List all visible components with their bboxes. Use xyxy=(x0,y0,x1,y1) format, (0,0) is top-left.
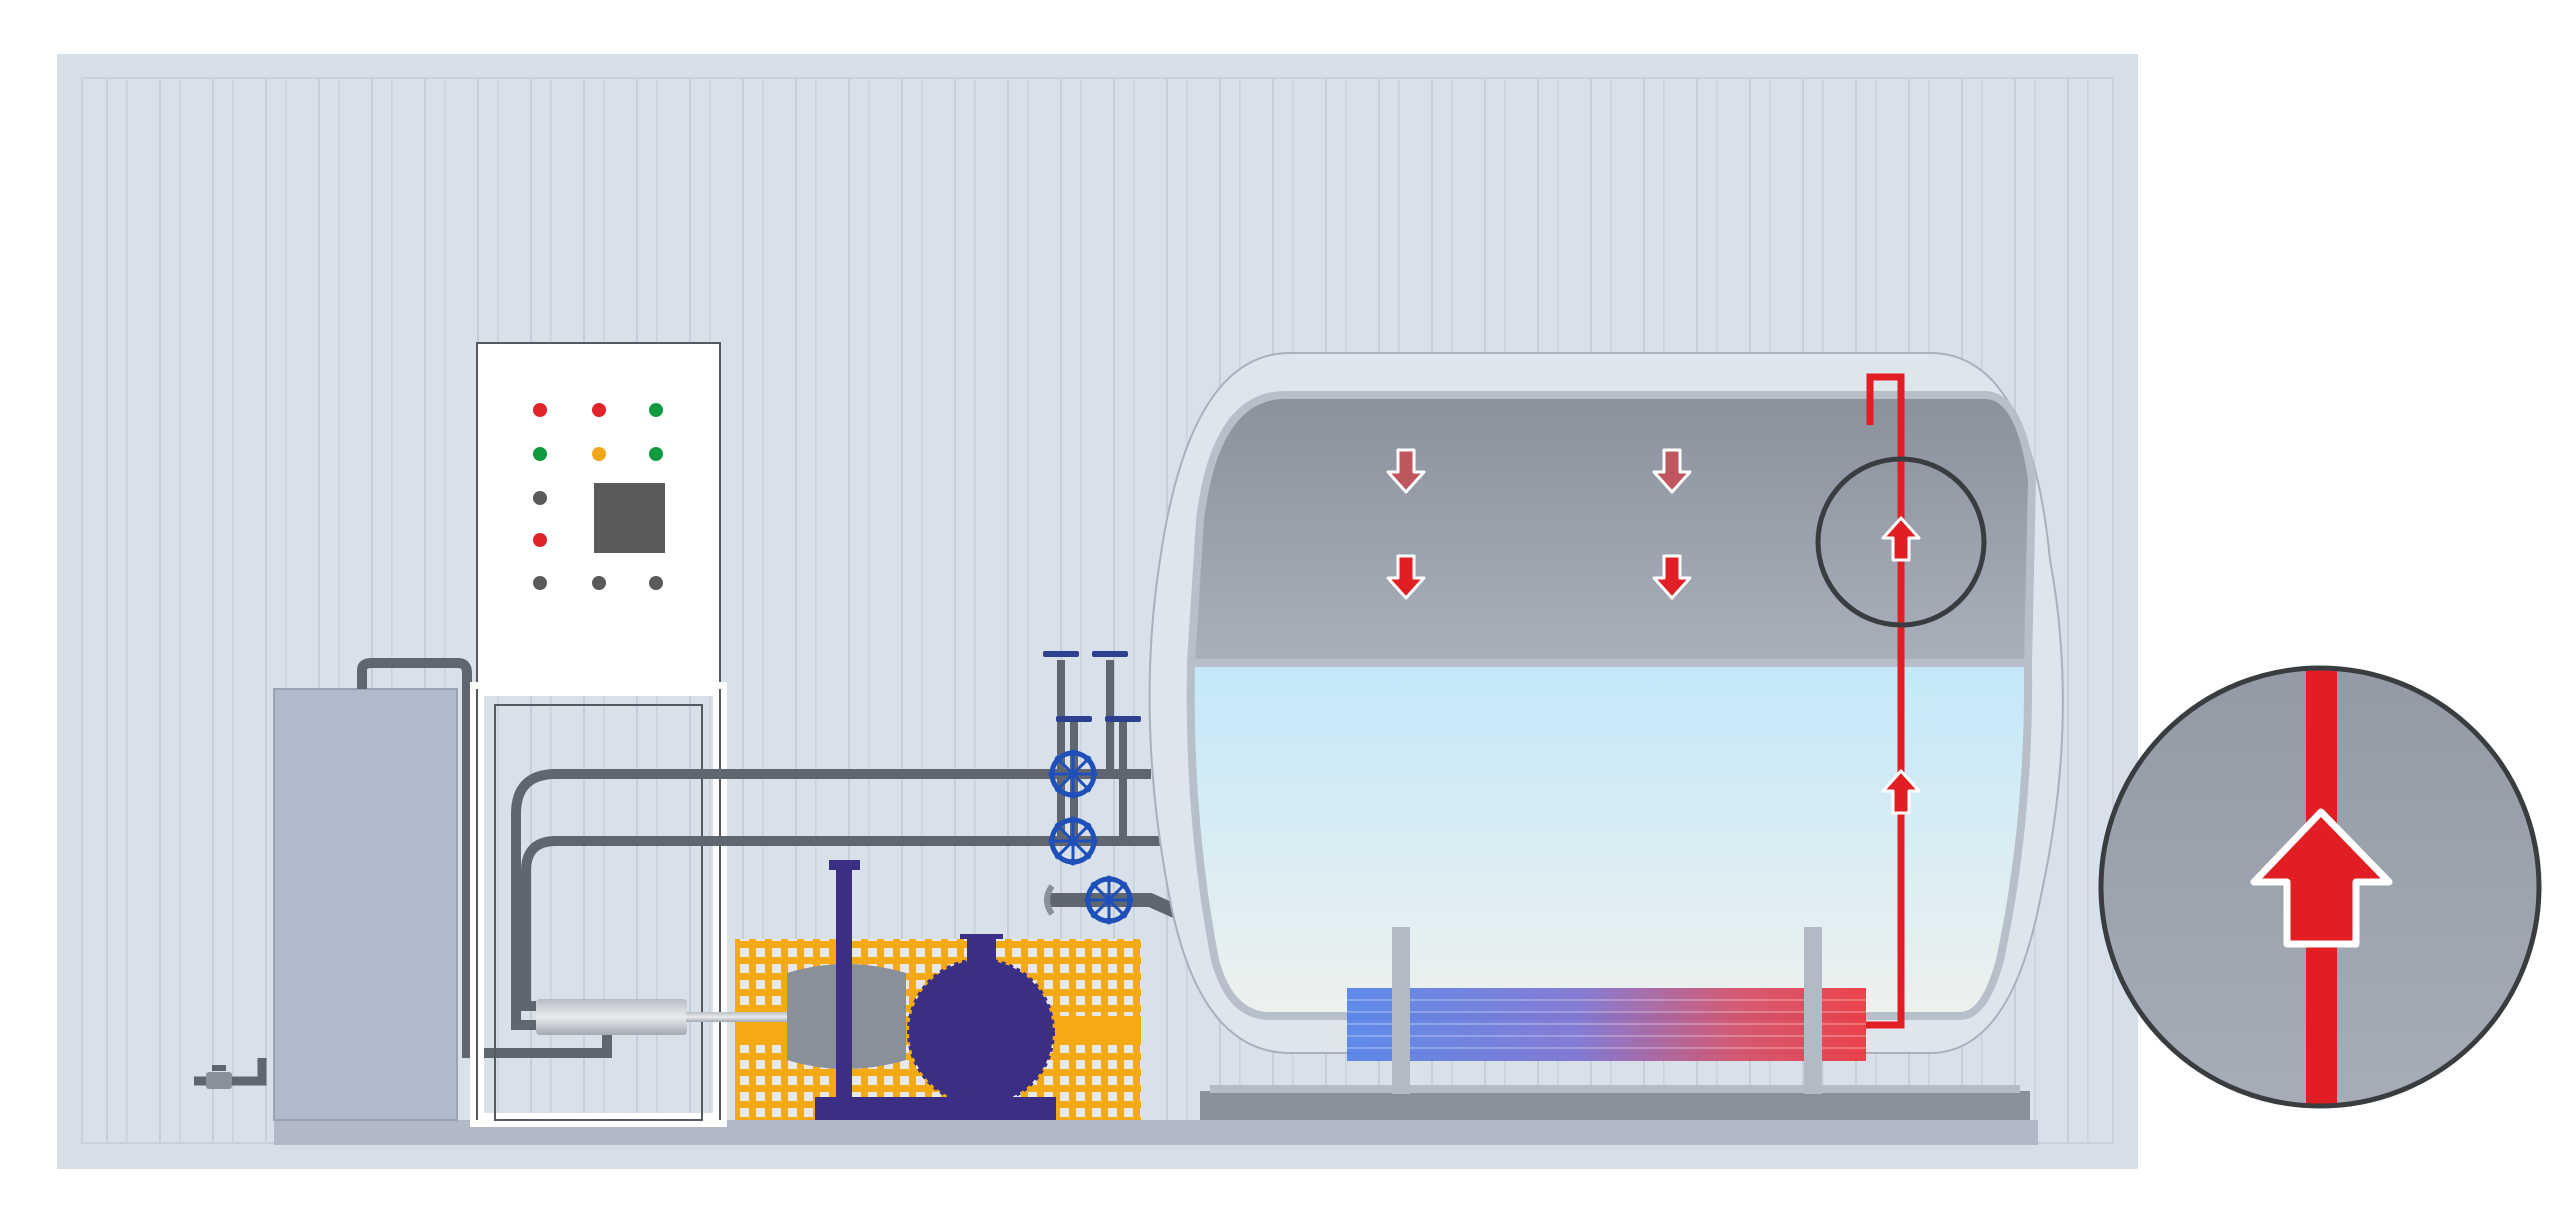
pump-stand-post xyxy=(836,860,852,1110)
indicator-light-green xyxy=(649,447,663,461)
magnified-detail-view xyxy=(2098,665,2542,1109)
cabinet-stand-frame xyxy=(494,704,703,1121)
control-display-screen xyxy=(594,483,665,553)
valve-handwheel-icon[interactable] xyxy=(1048,816,1098,866)
pump-base xyxy=(815,1097,1056,1120)
heater-flange-right xyxy=(1804,927,1822,1094)
valve-handwheel-icon[interactable] xyxy=(1048,749,1098,799)
drain-valve-icon[interactable] xyxy=(194,1058,267,1089)
water-tank xyxy=(273,688,458,1121)
pump-stand-cap xyxy=(829,860,860,870)
up-arrow-icon xyxy=(1881,516,1921,562)
up-arrow-icon xyxy=(1881,769,1921,815)
valve-handles[interactable] xyxy=(1043,651,1141,722)
indicator-light-grey xyxy=(533,576,547,590)
down-arrow-icon xyxy=(1386,554,1426,600)
lower-feed-pipe xyxy=(521,836,1162,1011)
indicator-light-grey xyxy=(592,576,606,590)
indicator-light-amber xyxy=(592,447,606,461)
vessel-support-base xyxy=(1200,1091,2030,1120)
detail-callout-circle xyxy=(1815,456,1987,628)
heater-flange-left xyxy=(1392,927,1410,1094)
down-arrow-icon xyxy=(1652,448,1692,494)
indicator-light-grey xyxy=(649,576,663,590)
indicator-light-green xyxy=(649,403,663,417)
indicator-light-green xyxy=(533,447,547,461)
valve-handwheel-icon[interactable] xyxy=(1084,875,1134,925)
drive-shaft xyxy=(686,1012,787,1022)
indicator-light-red xyxy=(533,533,547,547)
up-arrow-icon xyxy=(2250,808,2393,948)
down-arrow-icon xyxy=(1386,448,1426,494)
indicator-lights xyxy=(533,403,663,590)
pump-volute xyxy=(907,958,1055,1106)
down-arrow-icon xyxy=(1652,554,1692,600)
indicator-light-red xyxy=(533,403,547,417)
coupling-cylinder xyxy=(536,999,687,1035)
heater-bundle xyxy=(1347,988,1866,1061)
hot-flow-line xyxy=(1866,373,1905,1029)
upper-feed-pipe xyxy=(511,769,1151,1030)
indicator-light-red xyxy=(592,403,606,417)
indicator-light-grey xyxy=(533,491,547,505)
tank-return-pipe xyxy=(357,658,612,1058)
